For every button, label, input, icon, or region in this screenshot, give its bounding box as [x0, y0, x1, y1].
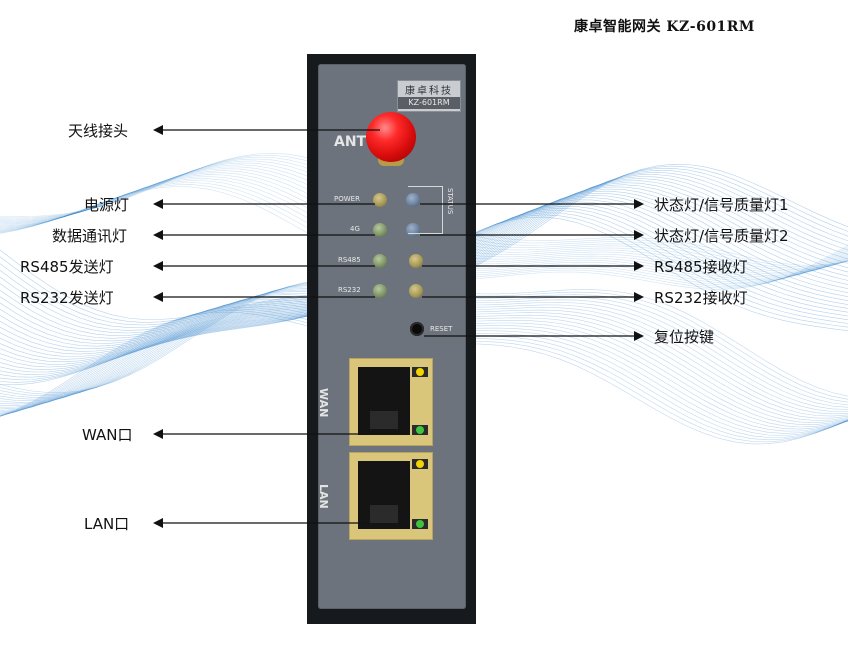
antenna-connector [366, 112, 416, 162]
wan-port[interactable] [349, 358, 433, 446]
lan-activity-led [416, 520, 424, 528]
lan-link-led [416, 460, 424, 468]
power-led [373, 193, 387, 207]
reset-button[interactable] [410, 322, 424, 336]
wan-activity-led [416, 426, 424, 434]
callout-power-led-label: 电源灯 [84, 196, 130, 214]
callout-rs485-rx-label: RS485接收灯 [654, 258, 748, 276]
data-comm-led [373, 223, 387, 237]
callout-antenna-label: 天线接头 [68, 122, 129, 140]
rs485-rx-led [409, 254, 423, 268]
rs232-rx-led [409, 284, 423, 298]
callout-lan-label: LAN口 [84, 515, 130, 533]
callout-reset-label: 复位按键 [654, 328, 715, 346]
brand-logo-text: 康卓科技 [405, 86, 453, 97]
callout-wan-label: WAN口 [82, 426, 133, 444]
ant-panel-label: ANT [334, 134, 367, 150]
status-indicator-bracket [408, 186, 443, 234]
rs232-tx-led [373, 284, 387, 298]
rs485-panel-label: RS485 [338, 256, 361, 264]
lan-port-latch [370, 505, 398, 523]
power-panel-label: POWER [334, 195, 360, 203]
rs232-panel-label: RS232 [338, 286, 361, 294]
callout-rs232-tx-label: RS232发送灯 [20, 289, 114, 307]
model-plate-text: KZ-601RM [398, 97, 460, 109]
lan-port[interactable] [349, 452, 433, 540]
callout-status-1-label: 状态灯/信号质量灯1 [654, 196, 789, 214]
status-panel-label: STATUS [446, 188, 454, 215]
lan-panel-label: LAN [317, 484, 330, 509]
rs485-tx-led [373, 254, 387, 268]
wan-port-latch [370, 411, 398, 429]
wan-link-led [416, 368, 424, 376]
status-led-1 [406, 193, 420, 207]
4g-panel-label: 4G [350, 225, 360, 233]
callout-data-led-label: 数据通讯灯 [52, 227, 128, 245]
callout-rs485-tx-label: RS485发送灯 [20, 258, 114, 276]
wan-panel-label: WAN [317, 388, 330, 418]
callout-rs232-rx-label: RS232接收灯 [654, 289, 748, 307]
brand-logo-plate: 康卓科技 KZ-601RM [397, 80, 461, 112]
callout-status-2-label: 状态灯/信号质量灯2 [654, 227, 789, 245]
reset-panel-label: RESET [430, 325, 453, 333]
page-title: 康卓智能网关 KZ-601RM [574, 19, 755, 35]
